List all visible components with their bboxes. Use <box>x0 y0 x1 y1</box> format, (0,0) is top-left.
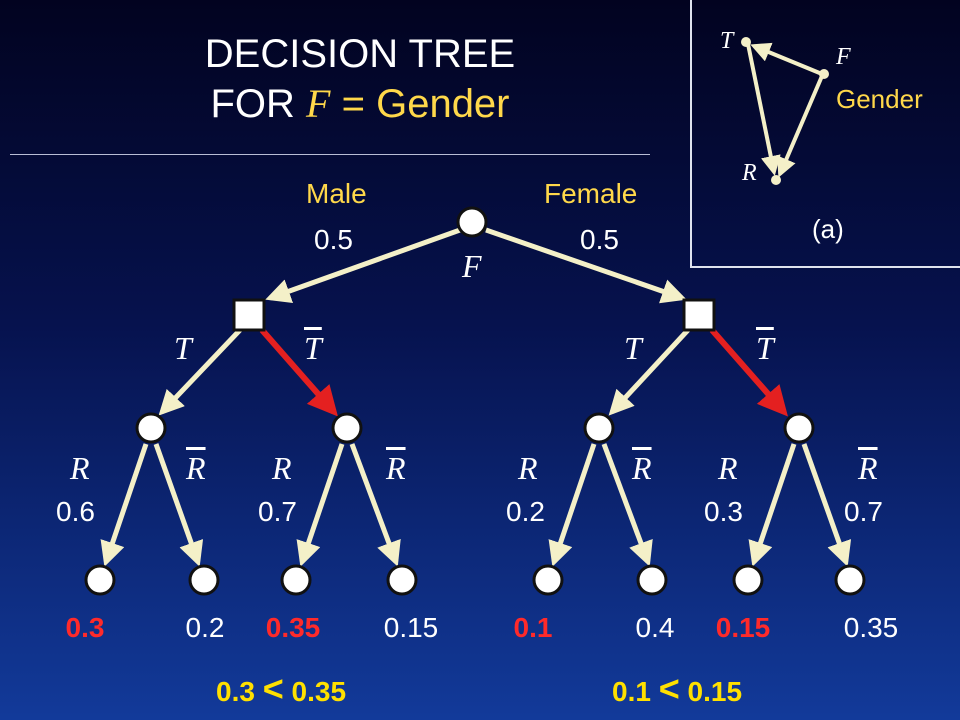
inset-label-r: R <box>742 160 757 186</box>
comparison-left-b: 0.35 <box>291 676 347 707</box>
chance-node-3 <box>583 412 615 444</box>
edge-c1-r <box>100 443 149 567</box>
edge-c4-rbar <box>801 443 852 567</box>
r-prob-2: 0.7 <box>258 496 297 527</box>
r-prob-3: 0.2 <box>506 496 545 527</box>
r-label-1: R <box>70 450 90 486</box>
leaf-node-2 <box>188 564 220 596</box>
edge-c3-rbar <box>601 443 653 567</box>
right-tbar-label: T <box>756 330 774 366</box>
rbar-label-3: R <box>632 450 652 486</box>
branch-male-label: Male <box>306 178 367 209</box>
title-line-1: DECISION TREE <box>204 32 516 76</box>
comparison-right-a: 0.1 <box>612 676 651 707</box>
edge-c4-r <box>748 443 797 567</box>
title-variable: F <box>306 81 331 126</box>
edge-root-female <box>485 227 687 304</box>
inset-node-r <box>771 175 781 185</box>
edge-left-tbar <box>259 328 338 417</box>
chance-node-1 <box>135 412 167 444</box>
leaf-node-3 <box>280 564 312 596</box>
inset-node-t <box>741 37 751 47</box>
r-prob-4: 0.3 <box>704 496 743 527</box>
inset-caption: (a) <box>812 214 844 244</box>
inset-edge-t-r <box>746 43 781 176</box>
rbar-label-1: R <box>186 450 206 486</box>
inset-graph <box>741 37 829 185</box>
branch-female-prob: 0.5 <box>580 224 619 255</box>
comparison-left: 0.3 < 0.35 <box>216 668 346 710</box>
chance-node-2 <box>331 412 363 444</box>
edge-root-male <box>265 227 461 304</box>
leaf-node-8 <box>834 564 866 596</box>
leaf-node-5 <box>532 564 564 596</box>
leaf-node-1 <box>84 564 116 596</box>
left-t-label: T <box>174 330 192 366</box>
leaf-value-1: 0.3 <box>65 612 105 643</box>
branch-female-label: Female <box>544 178 638 209</box>
inset-label-f: F <box>836 44 851 70</box>
inset-node-f <box>819 69 829 79</box>
edge-c3-r <box>548 443 597 567</box>
decision-node-right <box>682 298 716 332</box>
comparison-right: 0.1 < 0.15 <box>612 668 742 710</box>
r-label-4: R <box>718 450 738 486</box>
r-label-2: R <box>272 450 292 486</box>
leaf-value-8: 0.35 <box>843 612 899 643</box>
inset-panel <box>690 0 960 268</box>
right-t-label: T <box>624 330 642 366</box>
r-prob-5: 0.7 <box>844 496 883 527</box>
rbar-label-2: R <box>386 450 406 486</box>
leaf-value-2: 0.2 <box>185 612 225 643</box>
left-tbar-label: T <box>304 330 322 366</box>
inset-edge-f-r <box>777 75 824 178</box>
leaf-value-4: 0.15 <box>383 612 439 643</box>
comparison-right-op: < <box>658 668 680 709</box>
root-chance-node <box>456 206 488 238</box>
leaf-node-6 <box>636 564 668 596</box>
edge-c1-rbar <box>153 443 204 567</box>
chance-node-4 <box>783 412 815 444</box>
title-gender: = Gender <box>341 82 510 126</box>
title-line-2: FOR F = Gender <box>150 80 570 128</box>
edge-left-t <box>158 328 242 416</box>
leaf-value-5: 0.1 <box>513 612 553 643</box>
edge-c2-r <box>296 443 345 567</box>
decision-node-left <box>232 298 266 332</box>
edge-c2-rbar <box>349 443 401 567</box>
inset-edge-f-t <box>750 42 823 76</box>
leaf-value-7: 0.15 <box>715 612 771 643</box>
root-label-f: F <box>462 248 482 284</box>
leaf-node-7 <box>732 564 764 596</box>
comparison-right-b: 0.15 <box>687 676 743 707</box>
leaf-value-6: 0.4 <box>635 612 675 643</box>
branch-male-prob: 0.5 <box>314 224 353 255</box>
r-label-3: R <box>518 450 538 486</box>
title-for: FOR <box>210 82 295 126</box>
edge-right-tbar <box>709 328 788 417</box>
inset-label-t: T <box>720 28 734 54</box>
leaf-node-4 <box>386 564 418 596</box>
comparison-left-a: 0.3 <box>216 676 255 707</box>
title-divider <box>10 154 650 155</box>
comparison-left-op: < <box>262 668 284 709</box>
rbar-label-4: R <box>858 450 878 486</box>
edge-right-t <box>608 328 690 416</box>
leaf-value-3: 0.35 <box>265 612 321 643</box>
inset-label-gender: Gender <box>836 84 923 114</box>
r-prob-1: 0.6 <box>56 496 95 527</box>
